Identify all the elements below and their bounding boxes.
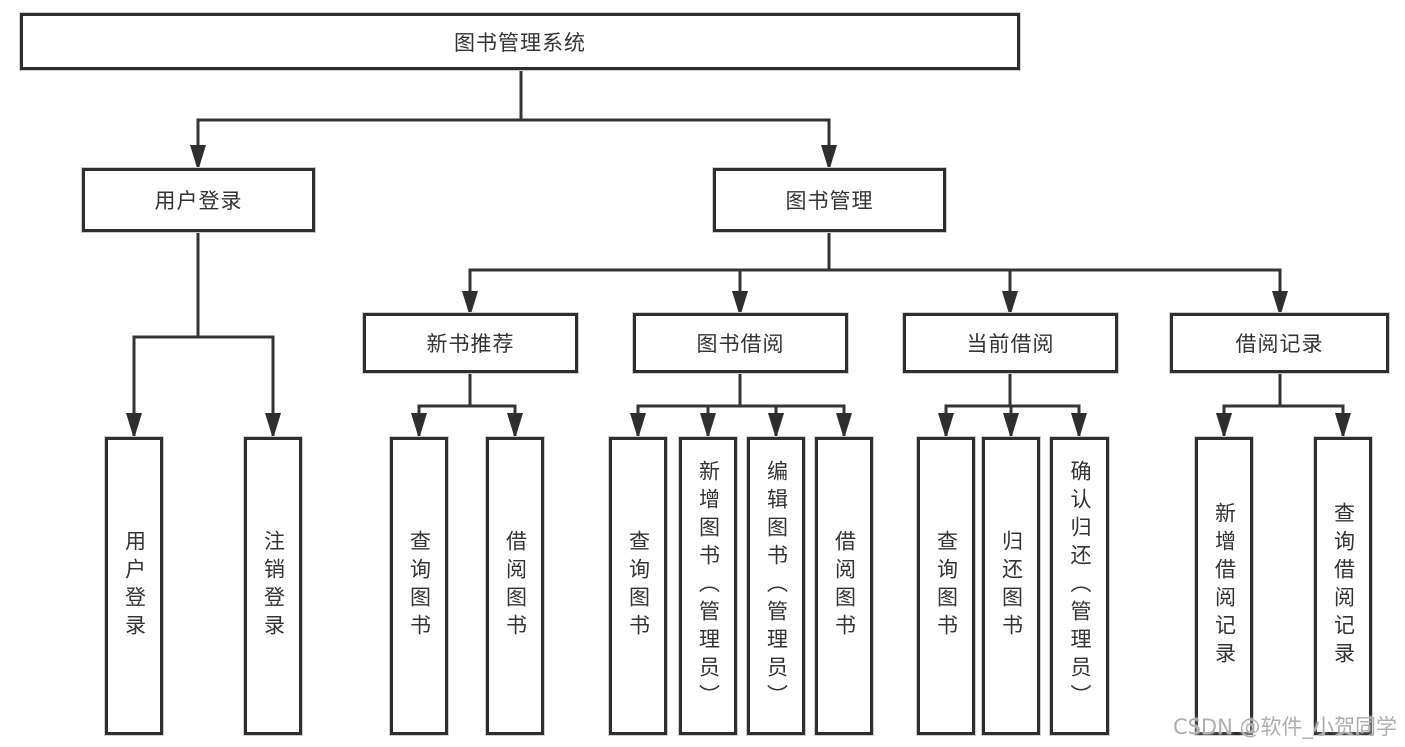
connector-newbook-to-leaves <box>417 373 517 438</box>
node-borrow-records: 借阅记录 <box>1170 313 1389 373</box>
node-new-book-recommend: 新书推荐 <box>363 313 578 373</box>
node-book-management: 图书管理 <box>713 168 946 232</box>
node-label: 查询借阅记录 <box>1331 502 1356 670</box>
node-label: 图书管理 <box>785 189 874 213</box>
leaf-add-borrow-record: 新增借阅记录 <box>1195 437 1253 735</box>
connector-records-to-leaves <box>1222 373 1345 438</box>
node-label: 借阅图书 <box>503 530 528 642</box>
node-label: 借阅记录 <box>1235 332 1324 356</box>
node-label: 确认归还（管理员） <box>1068 460 1092 712</box>
node-label: 查询图书 <box>934 530 959 642</box>
leaf-return-book: 归还图书 <box>982 437 1040 735</box>
leaf-query-books-borrow: 查询图书 <box>609 437 667 735</box>
node-label: 图书借阅 <box>696 332 785 356</box>
node-root: 图书管理系统 <box>20 13 1020 70</box>
connector-bookmgmt-to-categories <box>468 232 1282 316</box>
node-label: 当前借阅 <box>966 332 1055 356</box>
leaf-confirm-return-admin: 确认归还（管理员） <box>1050 437 1109 735</box>
node-label: 编辑图书（管理员） <box>764 460 789 712</box>
leaf-borrow-books: 借阅图书 <box>815 437 873 735</box>
node-label: 用户登录 <box>122 530 147 642</box>
arrowheads <box>126 145 1351 439</box>
leaf-borrow-books-recommend: 借阅图书 <box>486 437 544 735</box>
leaf-add-book-admin: 新增图书（管理员） <box>679 437 737 735</box>
node-label: 新增图书（管理员） <box>696 460 721 712</box>
node-label: 新增借阅记录 <box>1212 502 1237 670</box>
connector-root-to-branches <box>196 70 831 170</box>
node-label: 借阅图书 <box>832 530 857 642</box>
node-label: 查询图书 <box>626 530 651 642</box>
node-label: 查询图书 <box>407 530 432 642</box>
leaf-query-borrow-record: 查询借阅记录 <box>1314 437 1372 735</box>
node-book-borrow: 图书借阅 <box>633 313 848 373</box>
csdn-watermark: CSDN @软件_小贺同学 <box>1172 715 1397 739</box>
leaf-edit-book-admin: 编辑图书（管理员） <box>747 437 805 735</box>
leaf-query-books-current: 查询图书 <box>917 437 975 735</box>
connector-bookborrow-to-leaves <box>636 373 846 438</box>
node-user-login: 用户登录 <box>82 168 315 232</box>
node-current-borrow: 当前借阅 <box>903 313 1118 373</box>
node-label: 注销登录 <box>261 530 286 642</box>
node-label: 归还图书 <box>999 530 1024 642</box>
leaf-query-books-recommend: 查询图书 <box>390 437 448 735</box>
node-label: 用户登录 <box>154 189 243 213</box>
connector-userlogin-to-leaves <box>132 232 275 438</box>
leaf-logout: 注销登录 <box>244 437 302 735</box>
leaf-user-login: 用户登录 <box>105 437 163 735</box>
node-label: 新书推荐 <box>426 332 515 356</box>
node-label: 图书管理系统 <box>454 30 586 55</box>
